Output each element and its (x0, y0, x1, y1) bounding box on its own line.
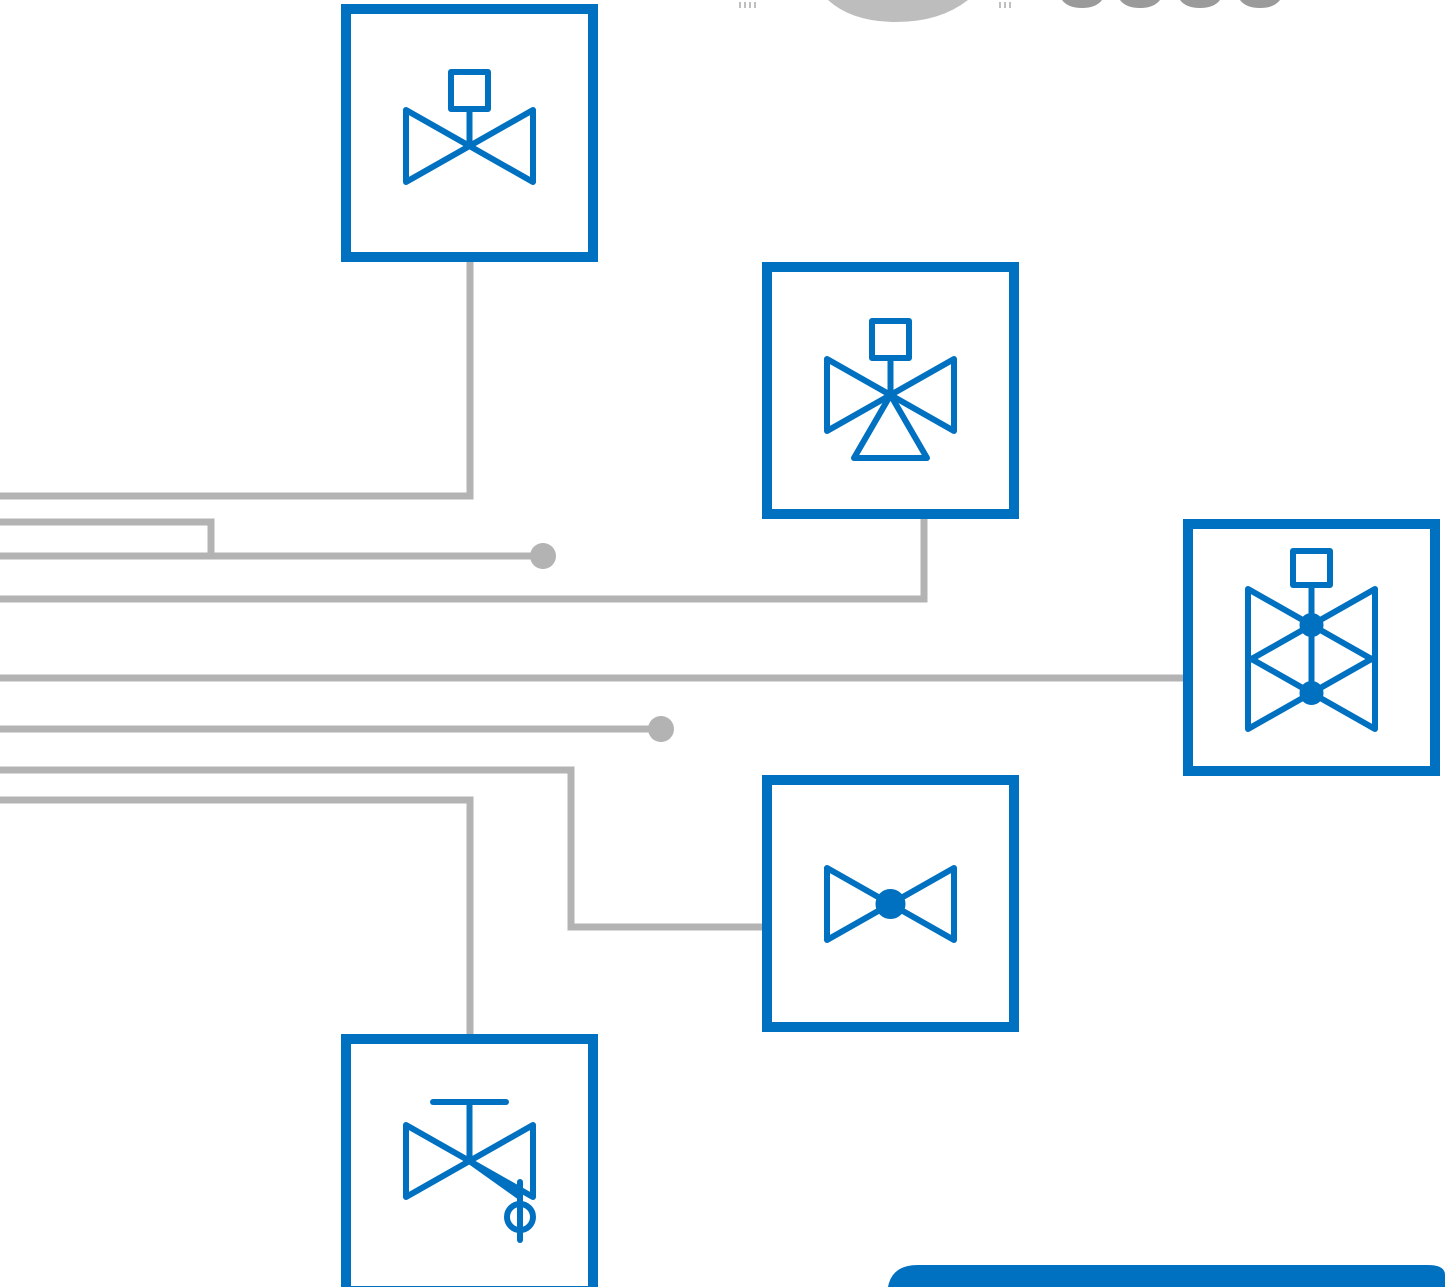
motorized-two-way-valve-icon (403, 69, 536, 185)
motorized-double-valve-icon (1245, 548, 1378, 732)
line-to-manual-valve (0, 796, 474, 1038)
manual-valve-with-flow-meter-icon (403, 1099, 536, 1243)
top-photo-fragment (739, 0, 1280, 22)
terminal-dot-1 (530, 543, 556, 569)
terminal-dots (530, 543, 674, 742)
bottom-logo-fragment (888, 1265, 1445, 1287)
line-to-ball-valve (0, 766, 766, 931)
line-to-three-way-valve (0, 515, 928, 603)
line-bracket (0, 518, 215, 556)
line-to-actuated-valve (0, 258, 474, 500)
box-ball-valve (762, 775, 1019, 1032)
connector-lines (0, 258, 1186, 1038)
ball-valve-icon (824, 865, 957, 943)
terminal-dot-2 (648, 716, 674, 742)
motorized-three-way-valve-icon (824, 318, 957, 461)
